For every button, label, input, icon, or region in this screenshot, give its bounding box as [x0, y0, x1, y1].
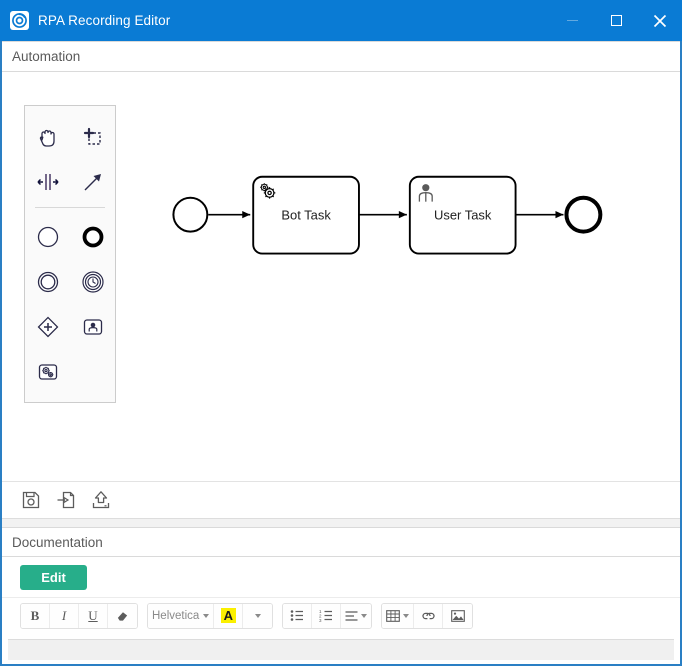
- hand-tool-button[interactable]: [25, 114, 70, 159]
- text-style-group: B I U: [20, 602, 138, 629]
- user-task-label: User Task: [434, 208, 492, 223]
- align-button[interactable]: [341, 603, 372, 628]
- global-connect-tool-icon: [84, 173, 101, 190]
- align-icon: [345, 610, 358, 621]
- svg-text:2: 2: [319, 614, 322, 619]
- unordered-list-button[interactable]: [283, 603, 313, 628]
- ordered-list-button[interactable]: 1 2 3: [312, 603, 342, 628]
- start-event-icon: [37, 226, 58, 247]
- create-timer-event-button[interactable]: [70, 259, 115, 304]
- intermediate-event-icon: [37, 271, 58, 292]
- automation-canvas-area[interactable]: Bot Task User Task: [2, 72, 680, 482]
- window-controls: [550, 0, 682, 41]
- timer-event-icon: [81, 270, 104, 293]
- automation-panel-title: Automation: [12, 49, 81, 64]
- highlight-button[interactable]: A: [214, 603, 244, 628]
- documentation-panel-title: Documentation: [12, 534, 103, 550]
- chevron-down-icon: [361, 613, 368, 618]
- image-icon: [450, 609, 465, 622]
- bold-button[interactable]: B: [21, 603, 50, 628]
- documentation-panel-header: Documentation: [2, 527, 680, 557]
- chevron-down-icon: [254, 613, 261, 618]
- title-bar: RPA Recording Editor: [0, 0, 682, 41]
- maximize-icon: [610, 15, 622, 26]
- bpmn-diagram[interactable]: Bot Task User Task: [2, 72, 680, 481]
- panel-divider: [2, 519, 680, 527]
- lasso-tool-icon: [83, 127, 101, 145]
- bot-task-icon: [38, 363, 57, 380]
- palette-separator: [35, 207, 105, 208]
- list-group: 1 2 3: [282, 602, 373, 629]
- table-button[interactable]: [382, 603, 415, 628]
- start-event[interactable]: [172, 196, 209, 233]
- gateway-icon: [37, 316, 58, 337]
- eraser-icon: [117, 612, 128, 621]
- italic-button[interactable]: I: [50, 603, 79, 628]
- create-gateway-button[interactable]: [25, 304, 70, 349]
- rich-text-toolbar[interactable]: B I U Helvetica A: [2, 597, 680, 633]
- create-end-event-button[interactable]: [70, 214, 115, 259]
- create-intermediate-event-button[interactable]: [25, 259, 70, 304]
- clear-format-button[interactable]: [108, 603, 137, 628]
- person-icon: [418, 184, 433, 202]
- window-title: RPA Recording Editor: [38, 13, 171, 28]
- export-diagram-button[interactable]: [90, 489, 112, 511]
- user-task-icon: [83, 318, 102, 335]
- close-button[interactable]: [638, 0, 682, 41]
- gears-icon: [260, 183, 276, 199]
- space-tool-icon: [36, 173, 59, 190]
- image-button[interactable]: [443, 603, 473, 628]
- export-diagram-icon: [92, 491, 110, 509]
- font-family-select[interactable]: Helvetica: [148, 603, 215, 628]
- link-icon: [422, 612, 435, 619]
- bot-task-label: Bot Task: [281, 208, 331, 223]
- save-diagram-icon: [22, 491, 40, 509]
- svg-text:1: 1: [319, 609, 322, 614]
- create-user-task-button[interactable]: [70, 304, 115, 349]
- minimize-icon: [566, 20, 578, 21]
- hand-tool-icon: [39, 129, 55, 147]
- end-event[interactable]: [564, 195, 603, 234]
- font-family-label: Helvetica: [152, 609, 200, 622]
- end-event-icon: [82, 226, 103, 247]
- highlight-label: A: [220, 608, 236, 623]
- minimize-button[interactable]: [550, 0, 594, 41]
- bpmn-palette[interactable]: [24, 105, 116, 403]
- link-button[interactable]: [414, 603, 444, 628]
- import-diagram-button[interactable]: [55, 489, 77, 511]
- font-group: Helvetica A: [147, 602, 274, 629]
- lasso-tool-button[interactable]: [70, 114, 115, 159]
- create-bot-task-button[interactable]: [25, 349, 70, 394]
- chevron-down-icon: [203, 613, 210, 618]
- svg-text:3: 3: [319, 618, 322, 622]
- insert-group: [381, 602, 474, 629]
- documentation-content-area[interactable]: [8, 639, 674, 660]
- import-diagram-icon: [57, 491, 75, 509]
- ordered-list-icon: 1 2 3: [319, 609, 333, 622]
- close-icon: [653, 14, 667, 27]
- unordered-list-icon: [291, 610, 304, 621]
- chevron-down-icon: [403, 613, 410, 618]
- space-tool-button[interactable]: [25, 159, 70, 204]
- window-body: Automation: [0, 41, 682, 666]
- automation-panel-header: Automation: [2, 41, 680, 72]
- edit-button[interactable]: Edit: [20, 564, 87, 590]
- save-diagram-button[interactable]: [20, 489, 42, 511]
- documentation-edit-bar: Edit: [2, 557, 680, 597]
- create-start-event-button[interactable]: [25, 214, 70, 259]
- highlight-color-dropdown[interactable]: [243, 603, 273, 628]
- global-connect-tool-button[interactable]: [70, 159, 115, 204]
- rpa-circle-logo-icon: [10, 11, 29, 30]
- underline-button[interactable]: U: [79, 603, 108, 628]
- table-icon: [386, 609, 401, 622]
- diagram-actions-toolbar[interactable]: [2, 482, 680, 519]
- maximize-button[interactable]: [594, 0, 638, 41]
- palette-empty-cell: [70, 349, 115, 394]
